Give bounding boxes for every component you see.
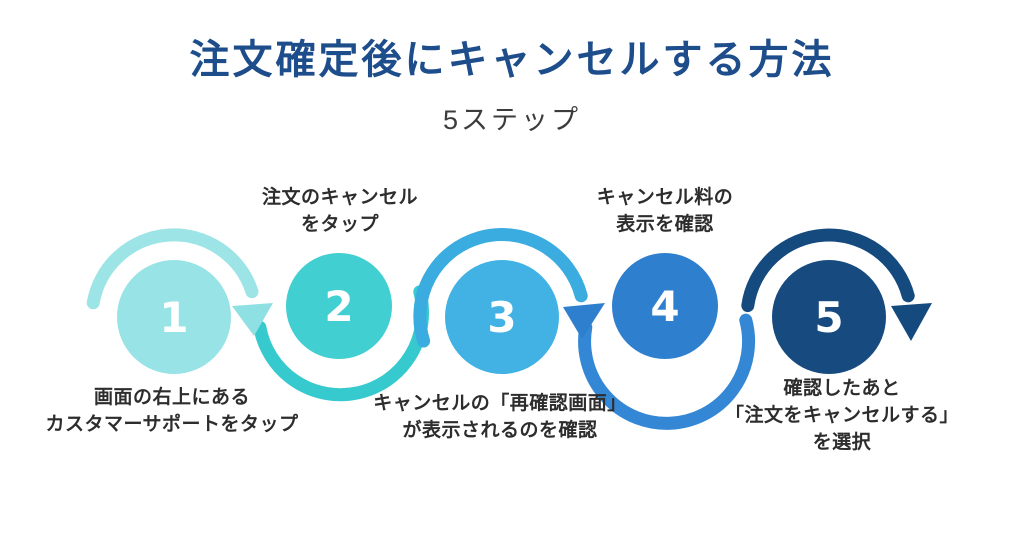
step-5-label-line: 確認したあと	[783, 378, 901, 399]
step-1-label-line: 画面の右上にある	[93, 387, 250, 408]
step-3-circle	[445, 260, 559, 374]
step-4-arc	[578, 313, 756, 430]
step-5-label: 確認したあと 「注文をキャンセルする」 を選択	[672, 375, 1012, 456]
arrow-down-icon-1	[232, 303, 273, 336]
step-3-number: 3	[487, 293, 516, 342]
step-5-label-line: 「注文をキャンセルする」	[724, 405, 959, 426]
step-4-label: キャンセル料の 表示を確認	[495, 184, 835, 238]
step-5-arc	[741, 228, 915, 313]
step-4-number: 4	[650, 282, 679, 331]
step-1-circle	[117, 260, 231, 374]
step-1-arc	[86, 228, 259, 310]
step-2-number: 2	[324, 282, 353, 331]
arrow-down-icon-5	[891, 303, 932, 341]
step-1-label-line: カスタマーサポートをタップ	[45, 414, 299, 435]
step-3-arc	[413, 228, 588, 348]
step-3-label-line: が表示されるのを確認	[402, 420, 598, 441]
step-3-label-line: キャンセルの「再確認画面」	[373, 393, 627, 414]
step-5-circle	[772, 260, 886, 374]
step-2-label-line: 注文のキャンセル	[261, 187, 418, 208]
step-4-label-line: 表示を確認	[616, 214, 714, 235]
page-title: 注文確定後にキャンセルする方法	[189, 38, 835, 82]
step-2-circle	[286, 253, 392, 359]
page-subtitle: 5ステップ	[442, 105, 582, 135]
step-4-label-line: キャンセル料の	[596, 187, 734, 208]
step-1-label: 画面の右上にある カスタマーサポートをタップ	[2, 384, 342, 438]
step-1-number: 1	[159, 293, 188, 342]
step-2-label-line: をタップ	[300, 214, 379, 235]
step-5-number: 5	[814, 293, 843, 342]
step-4-circle	[612, 253, 718, 359]
arrow-down-icon-3	[563, 303, 605, 339]
step-2-label: 注文のキャンセル をタップ	[170, 184, 510, 238]
step-5-label-line: を選択	[812, 432, 872, 453]
step-3-label: キャンセルの「再確認画面」 が表示されるのを確認	[330, 390, 670, 444]
